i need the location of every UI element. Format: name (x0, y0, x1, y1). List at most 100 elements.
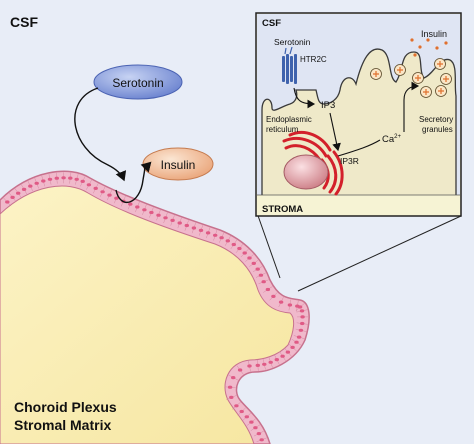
nucleus-dot (297, 305, 303, 309)
nucleus-dot (135, 205, 140, 209)
nucleus-dot (231, 376, 236, 380)
nucleus-dot (234, 404, 239, 408)
nucleus-dot (177, 221, 182, 225)
calcium-to-granule-arrow (403, 81, 420, 132)
granule-icon (420, 86, 432, 98)
nucleus-dot (300, 321, 305, 326)
inset-connector-left (255, 209, 281, 279)
cell-to-insulin-arrow (115, 161, 152, 203)
nucleus-dot (300, 315, 305, 319)
nucleus-dot (34, 181, 39, 185)
nucleus-dot (255, 363, 260, 367)
insulin-release-dots (410, 38, 448, 57)
nucleus-dot (225, 239, 230, 243)
choroid-plexus-tissue (0, 170, 310, 444)
nucleus-dot (54, 176, 59, 180)
nucleus-dot (163, 216, 168, 220)
granules-label-line1: Secretory (419, 115, 453, 124)
nucleus-dot (227, 385, 233, 389)
nucleus-dot (191, 226, 197, 230)
epithelial-nuclei (3, 172, 309, 443)
insulin-oval-label: Insulin (161, 158, 196, 172)
calcium-label: Ca2+ (382, 134, 401, 145)
stromal-matrix-label-line1: Choroid Plexus (14, 399, 117, 415)
nucleus-dot (237, 246, 242, 251)
serotonin-oval: Serotonin (93, 64, 183, 100)
nucleus-dot (255, 267, 260, 271)
granules-label-line2: granules (422, 125, 453, 134)
csf-region-label: CSF (10, 14, 38, 30)
nucleus-dot (298, 328, 304, 332)
nucleus-icon (283, 154, 329, 190)
granule-icon (440, 73, 452, 85)
nucleus-dot (285, 350, 291, 354)
nucleus-dot (184, 223, 189, 228)
nucleus-dot (5, 200, 10, 204)
nucleus-dot (128, 202, 133, 206)
nucleus-dot (142, 208, 147, 212)
nucleus-dot (262, 362, 267, 366)
nucleus-dot (296, 335, 302, 339)
granule-icon (434, 58, 446, 70)
nucleus-dot (86, 183, 92, 187)
nucleus-dot (251, 261, 256, 265)
secretory-granules (370, 58, 452, 98)
er-label-line1: Endoplasmic (266, 115, 312, 124)
cell-signaling-inset: CSF STROMA Serotonin HTR2C IP3 Endoplasm… (255, 12, 462, 217)
nucleus-dot (287, 303, 293, 307)
nucleus-dot (149, 210, 154, 215)
nucleus-dot (100, 190, 105, 194)
inset-stroma-label: STROMA (262, 204, 303, 215)
nucleus-dot (231, 242, 236, 247)
granule-icon (412, 72, 424, 84)
nucleus-dot (107, 193, 112, 197)
nucleus-dot (278, 300, 284, 304)
nucleus-dot (47, 177, 53, 181)
ip3-to-ip3r-arrow (329, 112, 341, 152)
inset-serotonin-label: Serotonin (274, 37, 311, 47)
nucleus-dot (239, 409, 244, 414)
nucleus-dot (299, 309, 305, 313)
stromal-matrix (0, 185, 295, 444)
nucleus-dot (114, 196, 119, 200)
nucleus-dot (294, 340, 299, 344)
nucleus-dot (93, 186, 98, 190)
nucleus-dot (229, 395, 234, 399)
nucleus-dot (261, 280, 266, 284)
ip3r-to-calcium-arrow (337, 139, 381, 157)
receptor-label: HTR2C (300, 55, 327, 64)
granule-icon (370, 68, 382, 80)
nucleus-dot (247, 364, 252, 368)
nucleus-dot (219, 236, 224, 240)
inset-stroma-band (257, 195, 460, 215)
nucleus-dot (290, 345, 295, 349)
nucleus-dot (170, 218, 175, 222)
serotonin-to-cell-arrow (74, 87, 127, 182)
nucleus-dot (256, 432, 262, 436)
stromal-matrix-label-line2: Stromal Matrix (14, 417, 111, 433)
er-label-line2: reticulum (266, 125, 299, 134)
htr2c-receptor-icon (282, 46, 297, 84)
nucleus-dot (198, 228, 204, 232)
nucleus-dot (253, 426, 258, 430)
nucleus-dot (258, 273, 264, 277)
nucleus-dot (68, 176, 73, 180)
receptor-to-ip3-arrow (293, 87, 316, 109)
nucleus-dot (16, 191, 21, 195)
insulin-oval: Insulin (142, 147, 214, 181)
nucleus-dot (244, 415, 249, 419)
nucleus-dot (249, 420, 254, 424)
nucleus-dot (271, 294, 276, 298)
nucleus-dot (280, 354, 285, 358)
inset-csf-label: CSF (262, 18, 281, 29)
granule-icon (394, 64, 406, 76)
nucleus-dot (74, 177, 79, 181)
nucleus-dot (237, 368, 243, 372)
granule-icon (435, 85, 447, 97)
nucleus-dot (80, 179, 85, 183)
nucleus-dot (274, 358, 279, 362)
ip3r-label: IP3R (340, 156, 359, 166)
nucleus-dot (10, 195, 15, 199)
nucleus-dot (265, 287, 271, 292)
